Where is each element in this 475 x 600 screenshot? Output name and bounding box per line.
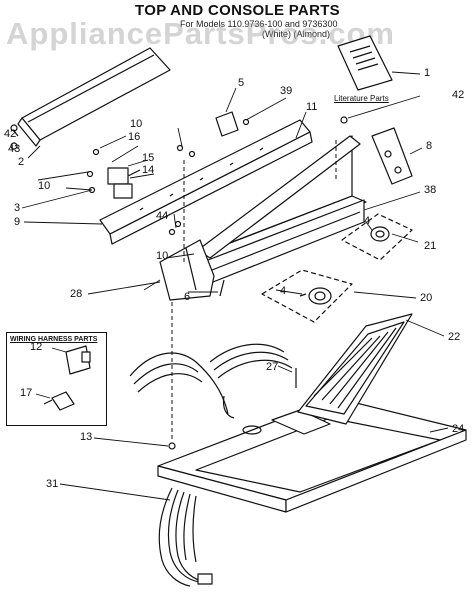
callout-10a: 10 xyxy=(130,118,143,130)
screw-6 xyxy=(219,279,225,297)
callout-4a: 4 xyxy=(364,215,371,227)
callout-17: 17 xyxy=(20,387,33,399)
screw-43 xyxy=(10,142,18,150)
callout-8: 8 xyxy=(426,140,433,152)
callout-42b: 42 xyxy=(452,89,465,101)
screw-42-right xyxy=(340,116,348,124)
callout-27: 27 xyxy=(266,361,279,373)
wiring-harness-upper xyxy=(129,343,293,419)
end-cap-right xyxy=(371,127,413,185)
callout-13: 13 xyxy=(80,431,93,443)
callout-12: 12 xyxy=(30,341,43,353)
callout-42a: 42 xyxy=(4,128,17,140)
diagram-title: TOP AND CONSOLE PARTS xyxy=(135,2,340,19)
model-line: For Models 110.9736-100 and 9736300 xyxy=(180,19,338,29)
callout-39: 39 xyxy=(280,85,293,97)
callout-24: 24 xyxy=(452,423,465,435)
literature-booklet xyxy=(337,35,393,91)
callout-44: 44 xyxy=(156,210,169,222)
callout-10c: 10 xyxy=(156,250,169,262)
bracket-5 xyxy=(215,111,239,137)
callout-9: 9 xyxy=(14,216,21,228)
harness-connector-12 xyxy=(65,345,91,375)
knob-21 xyxy=(370,226,390,242)
callout-28: 28 xyxy=(70,288,83,300)
callout-43: 43 xyxy=(8,143,21,155)
callout-20: 20 xyxy=(420,292,433,304)
callout-2: 2 xyxy=(18,156,25,168)
control-console xyxy=(99,119,313,245)
callout-31: 31 xyxy=(46,478,59,490)
harness-plug-17 xyxy=(43,391,75,411)
wiring-harness-title: WIRING HARNESS PARTS xyxy=(10,336,98,343)
callout-4b: 4 xyxy=(280,285,287,297)
callout-38: 38 xyxy=(424,184,437,196)
callout-21: 21 xyxy=(424,240,437,252)
callout-16: 16 xyxy=(128,131,141,143)
screw-13 xyxy=(168,442,176,450)
timer-assembly xyxy=(107,167,141,199)
literature-parts-label: Literature Parts xyxy=(334,94,389,103)
knob-dashed-box-21 xyxy=(341,213,413,261)
callout-14: 14 xyxy=(142,164,155,176)
lint-filter xyxy=(297,313,413,425)
callout-6: 6 xyxy=(184,291,191,303)
callout-3: 3 xyxy=(14,202,21,214)
top-panel xyxy=(157,397,467,513)
watermark: AppliancePartsPros.com xyxy=(6,16,395,51)
wiring-harness-box: WIRING HARNESS PARTS xyxy=(6,332,107,426)
wiring-harness-lower xyxy=(158,487,213,587)
callout-11: 11 xyxy=(306,101,318,113)
leader-lines xyxy=(21,71,449,501)
knob-20 xyxy=(308,287,332,305)
callout-5: 5 xyxy=(238,77,245,89)
callout-1: 1 xyxy=(424,67,431,79)
color-line: (White) (Almond) xyxy=(262,29,331,39)
callout-15: 15 xyxy=(142,152,155,164)
knob-dashed-box-20 xyxy=(261,269,353,323)
console-housing xyxy=(195,135,367,285)
callout-10b: 10 xyxy=(38,180,51,192)
callout-22: 22 xyxy=(448,331,461,343)
rear-cover-panel xyxy=(17,47,171,147)
